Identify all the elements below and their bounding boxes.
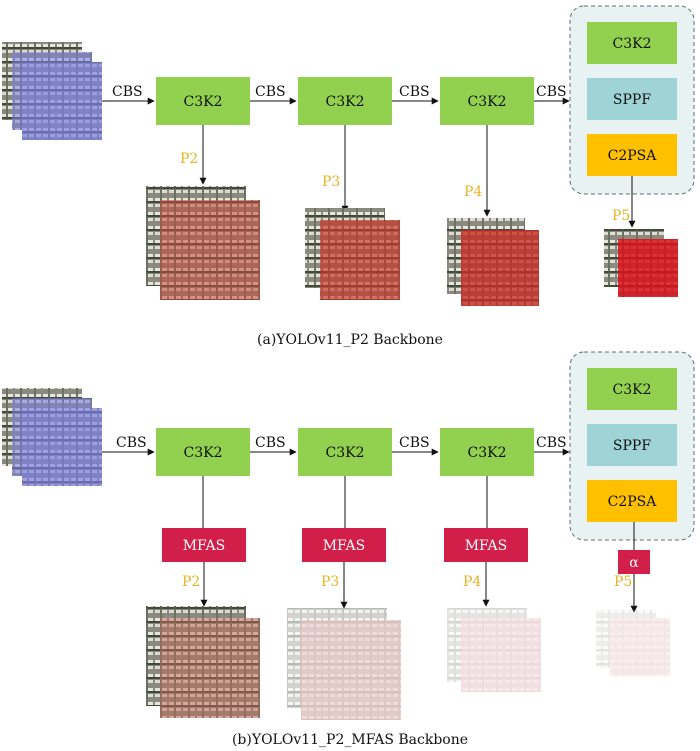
c3k2-label: C3K2 <box>184 94 223 110</box>
c2psa-block <box>587 134 677 176</box>
p4-label: P4 <box>463 574 481 590</box>
p3-label: P3 <box>322 174 340 190</box>
feature-map-p2 <box>146 606 260 718</box>
c3k2-block <box>440 428 534 476</box>
p2-label: P2 <box>180 151 198 167</box>
c3k2-label: C3K2 <box>326 94 365 110</box>
c3k2-label: C3K2 <box>468 445 507 461</box>
cbs-label: CBS <box>255 435 286 451</box>
cbs-label: CBS <box>399 435 430 451</box>
caption-b: (b)YOLOv11_P2_MFAS Backbone <box>232 732 468 748</box>
sppf-block <box>587 424 677 466</box>
c3k2-label: C3K2 <box>613 382 652 398</box>
feature-map-p2 <box>146 186 260 300</box>
c3k2-label: C3K2 <box>184 445 223 461</box>
c3k2-label: C3K2 <box>468 94 507 110</box>
c3k2-label: C3K2 <box>326 445 365 461</box>
feature-map-p3 <box>287 608 401 720</box>
feature-map-p4 <box>447 608 541 692</box>
mfas-label: MFAS <box>323 538 366 554</box>
cbs-label: CBS <box>399 84 430 100</box>
c3k2-block <box>156 77 250 125</box>
c3k2-block <box>440 77 534 125</box>
cbs-label: CBS <box>116 435 147 451</box>
mfas-label: MFAS <box>465 538 508 554</box>
c3k2-block <box>298 77 392 125</box>
mfas-block <box>444 528 528 562</box>
c2psa-label: C2PSA <box>608 494 658 510</box>
diagram-a: CBS C3K2 CBS C3K2 CBS C3K2 CBS C3K2 SPPF… <box>2 5 695 348</box>
cbs-label: CBS <box>255 84 286 100</box>
diagram-b: CBS C3K2 CBS C3K2 CBS C3K2 CBS C3K2 SPPF… <box>2 351 695 748</box>
alpha-label: α <box>629 555 639 571</box>
mfas-label: MFAS <box>183 538 226 554</box>
feature-map-p5 <box>596 610 670 676</box>
feature-map-p4 <box>447 218 539 306</box>
alpha-block <box>618 550 650 574</box>
c3k2-block <box>587 368 677 410</box>
caption-a: (a)YOLOv11_P2 Backbone <box>257 332 443 348</box>
c3k2-block <box>156 428 250 476</box>
sppf-label: SPPF <box>613 92 651 108</box>
c3k2-block <box>587 22 677 64</box>
input-image-stack <box>2 42 102 140</box>
feature-map-p3 <box>305 208 400 300</box>
c2psa-block <box>587 480 677 522</box>
p4-label: P4 <box>464 184 482 200</box>
sppf-block <box>587 78 677 120</box>
c3k2-label: C3K2 <box>613 36 652 52</box>
cbs-label: CBS <box>536 435 567 451</box>
c2psa-label: C2PSA <box>608 148 658 164</box>
c3k2-block <box>298 428 392 476</box>
p5-label: P5 <box>614 574 632 590</box>
mfas-block <box>302 528 386 562</box>
sppf-label: SPPF <box>613 438 651 454</box>
p2-label: P2 <box>182 574 200 590</box>
cbs-label: CBS <box>536 84 567 100</box>
cbs-label: CBS <box>112 84 143 100</box>
p3-label: P3 <box>321 574 339 590</box>
p5-label: P5 <box>612 208 630 224</box>
input-image-stack <box>2 388 102 486</box>
feature-map-p5 <box>604 229 678 297</box>
mfas-block <box>162 528 246 562</box>
